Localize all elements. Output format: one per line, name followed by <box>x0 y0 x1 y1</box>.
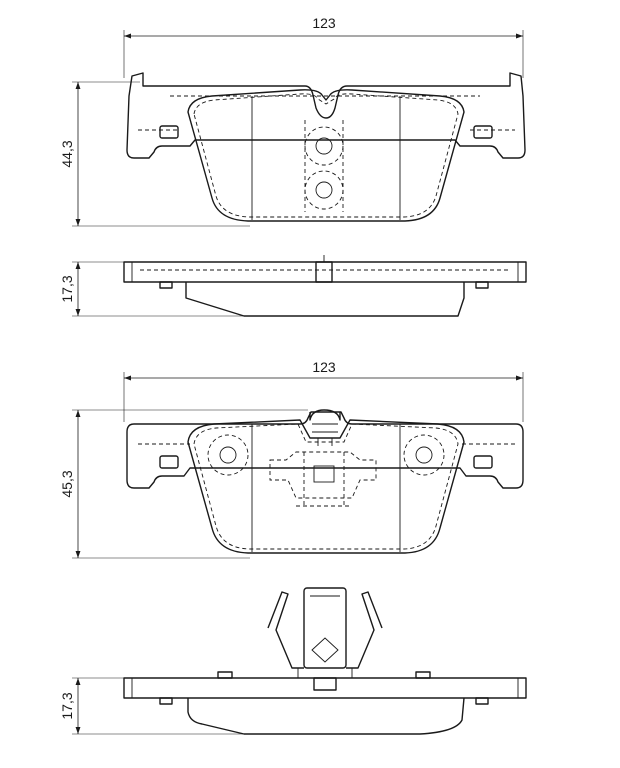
pad-1-height-dimension: 44,3 <box>59 81 250 227</box>
pad-2-width-label: 123 <box>312 359 336 375</box>
pad-2-thickness-label: 17,3 <box>59 692 75 719</box>
pad-2-right-tab <box>473 455 493 469</box>
pad-1-side-right-pin <box>475 281 489 289</box>
pad-2-rivet-right-inner <box>415 446 433 464</box>
pad-2-side-friction <box>187 697 465 735</box>
pad-2-backing-plate <box>126 411 524 489</box>
pad-1-rivet-lower-outer <box>304 170 344 210</box>
pad-2-central-clip-lines <box>296 452 352 507</box>
pad-1-friction-material <box>187 89 465 222</box>
pad-2-front-view <box>126 409 524 554</box>
pad-2-side-right-tab-top <box>415 671 431 679</box>
pad-2-width-dimension: 123 <box>123 359 524 422</box>
pad-1-side-friction <box>185 282 465 317</box>
pad-2-thickness-dimension: 17,3 <box>59 677 244 735</box>
pad-2-left-tab <box>159 455 179 469</box>
pad-2-top-clip-detail <box>312 423 338 446</box>
pad-2-side-left-tab-top <box>217 671 233 679</box>
pad-2-rivet-left-inner <box>219 446 237 464</box>
pad-2-central-clip <box>269 451 377 499</box>
pad-1-side-backing-plate <box>123 261 527 283</box>
pad-1-rivet-upper-outer <box>304 126 344 166</box>
pad-1-centre-hidden <box>304 120 344 212</box>
pad-2-friction-material <box>187 419 465 554</box>
pad-2-side-plate-detail <box>131 678 519 698</box>
pad-1-rivet-lower-inner <box>315 181 333 199</box>
pad-1-height-label: 44,3 <box>59 140 75 167</box>
pad-2-height-dimension: 45,3 <box>59 409 308 559</box>
pad-1-side-left-pin <box>159 281 173 289</box>
pad-2-top-clip <box>309 409 341 421</box>
pad-2-side-spring-clip <box>267 591 383 669</box>
pad-1-backing-plate <box>126 72 526 159</box>
pad-1-left-tab <box>159 125 179 139</box>
pad-2-side-center-stub <box>313 677 337 691</box>
pad-2-friction-inner <box>193 423 459 550</box>
pad-2-rivet-right-outer <box>403 434 445 476</box>
pad-1-side-plate-detail <box>131 262 519 282</box>
pad-1-front-view <box>126 72 526 222</box>
pad-1-rivet-upper-inner <box>315 137 333 155</box>
pad-2-central-clip-core <box>313 465 335 483</box>
pad-1-thickness-label: 17,3 <box>59 275 75 302</box>
pad-2-height-label: 45,3 <box>59 470 75 497</box>
pad-2-side-backing-plate <box>123 677 527 699</box>
pad-1-thickness-dimension: 17,3 <box>59 261 244 317</box>
pad-2-side-right-pin <box>475 697 489 705</box>
pad-2-side-left-pin <box>159 697 173 705</box>
pad-1-friction-inner <box>193 93 459 218</box>
pad-1-right-tab <box>473 125 493 139</box>
pad-1-side-clip <box>315 261 333 283</box>
pad-2-side-clip-diamond <box>311 637 339 663</box>
pad-2-side-clip-body <box>303 587 347 669</box>
pad-2-side-view <box>123 587 527 735</box>
pad-1-side-view <box>123 255 527 317</box>
pad-1-width-dimension: 123 <box>123 15 524 78</box>
pad-2-side-clip-lines <box>297 595 353 678</box>
pad-2-rivet-left-outer <box>207 434 249 476</box>
pad-1-width-label: 123 <box>312 15 336 31</box>
